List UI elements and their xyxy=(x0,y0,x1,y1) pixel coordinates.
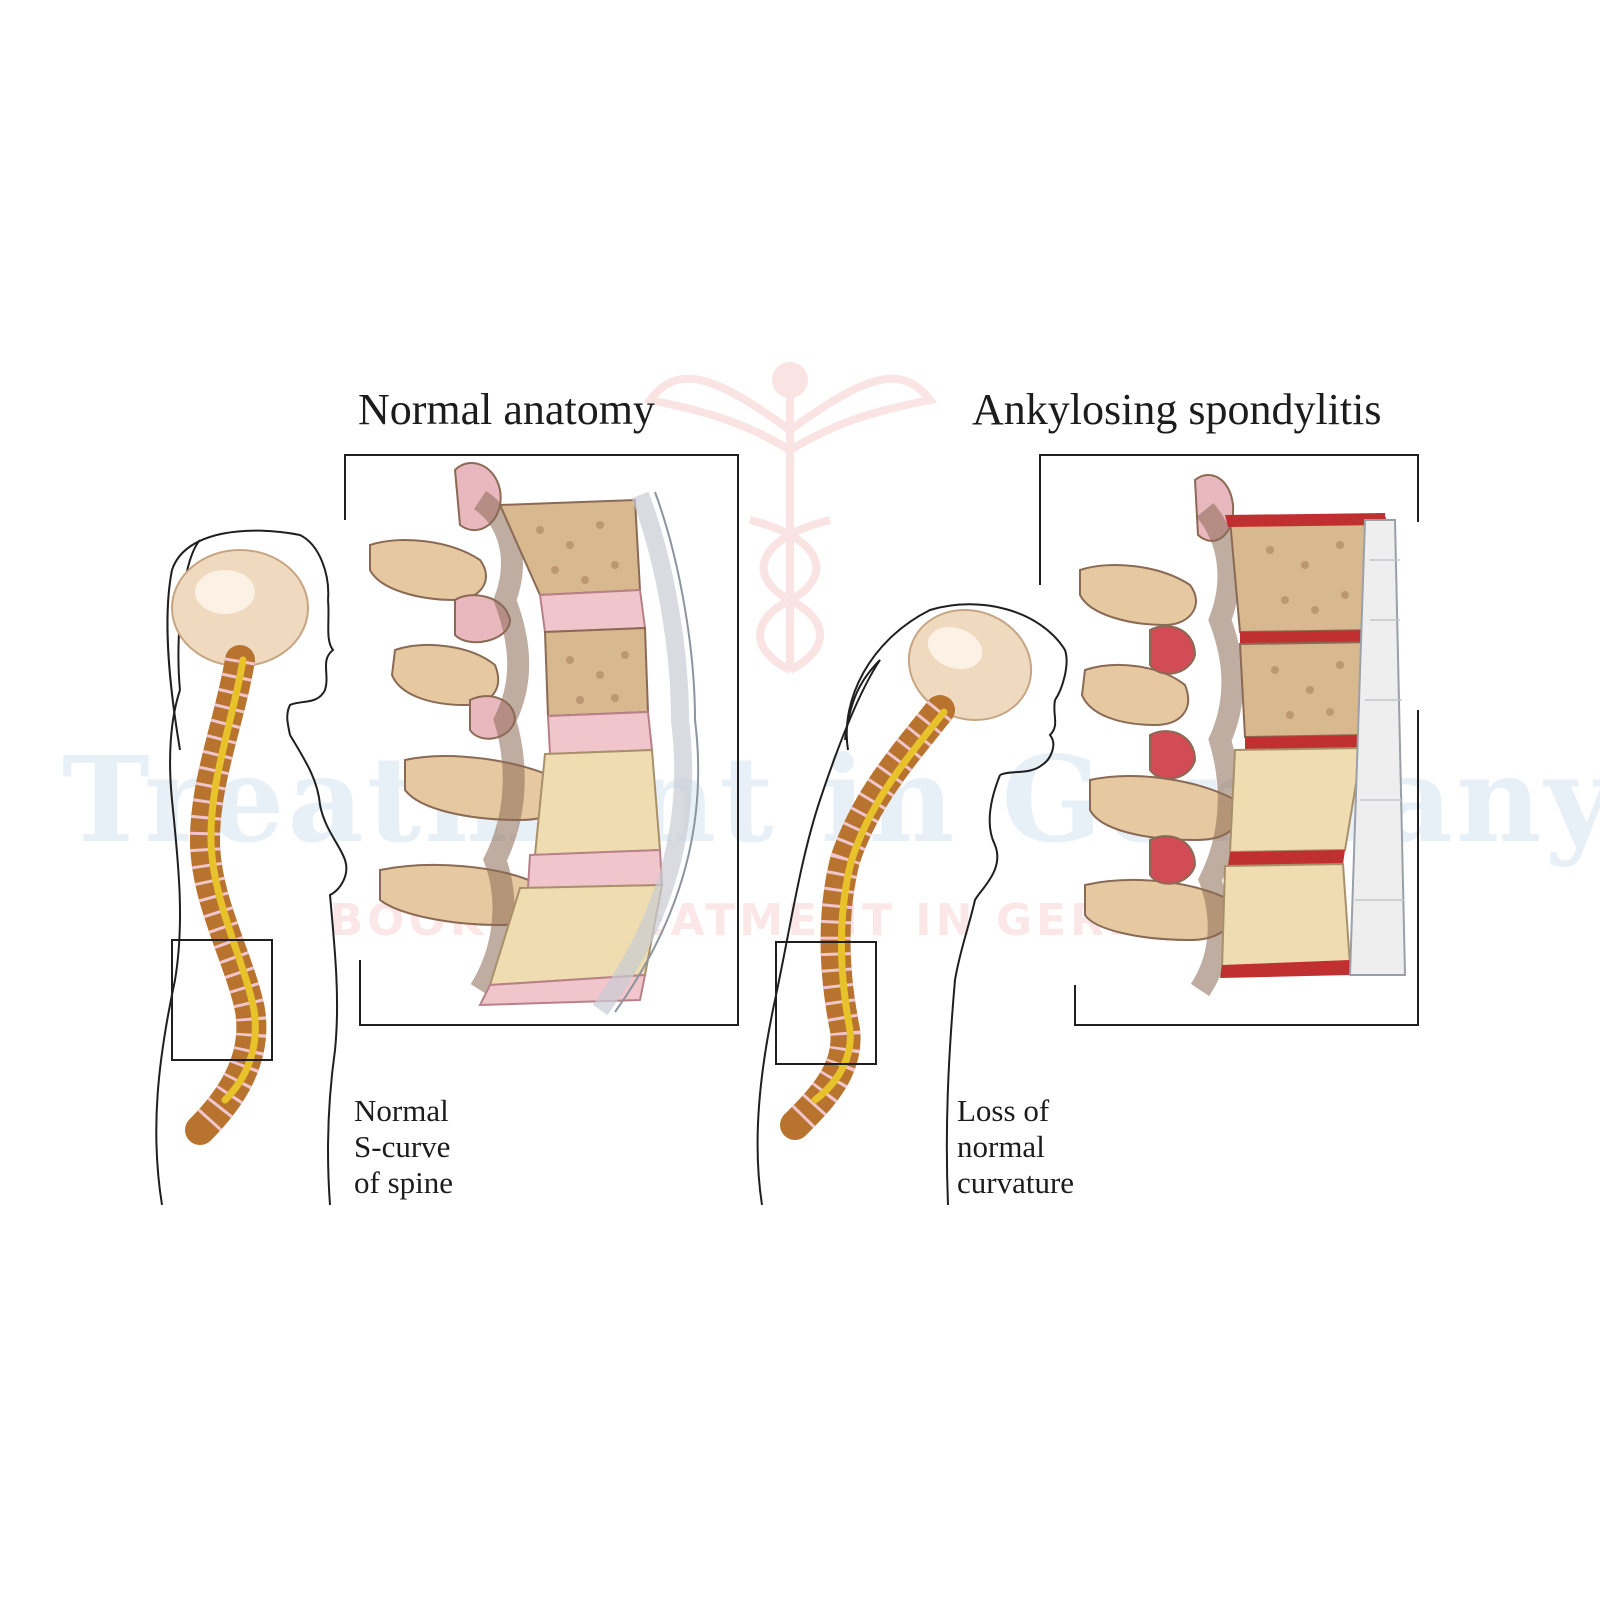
caption-ankylosing-line-1: Loss of xyxy=(957,1093,1050,1128)
title-normal-anatomy: Normal anatomy xyxy=(358,385,655,434)
calcified-ligament xyxy=(1348,519,1407,976)
caption-ankylosing-line-3: curvature xyxy=(957,1165,1075,1200)
caption-normal-line-1: Normal xyxy=(354,1093,449,1128)
spinal-cord-normal xyxy=(207,656,259,1104)
caption-normal: Normal S-curve of spine xyxy=(354,1093,453,1201)
caption-ankylosing: Loss of normal curvature xyxy=(957,1093,1074,1201)
caption-ankylosing-line-2: normal xyxy=(957,1129,1045,1164)
title-ankylosing-spondylitis: Ankylosing spondylitis xyxy=(972,385,1382,434)
zoom-box-stooped xyxy=(775,941,877,1065)
caption-normal-line-2: S-curve xyxy=(354,1129,451,1164)
spinal-cord-stooped xyxy=(811,708,948,1104)
zoom-box-normal xyxy=(171,939,273,1061)
caption-normal-line-3: of spine xyxy=(354,1165,454,1200)
